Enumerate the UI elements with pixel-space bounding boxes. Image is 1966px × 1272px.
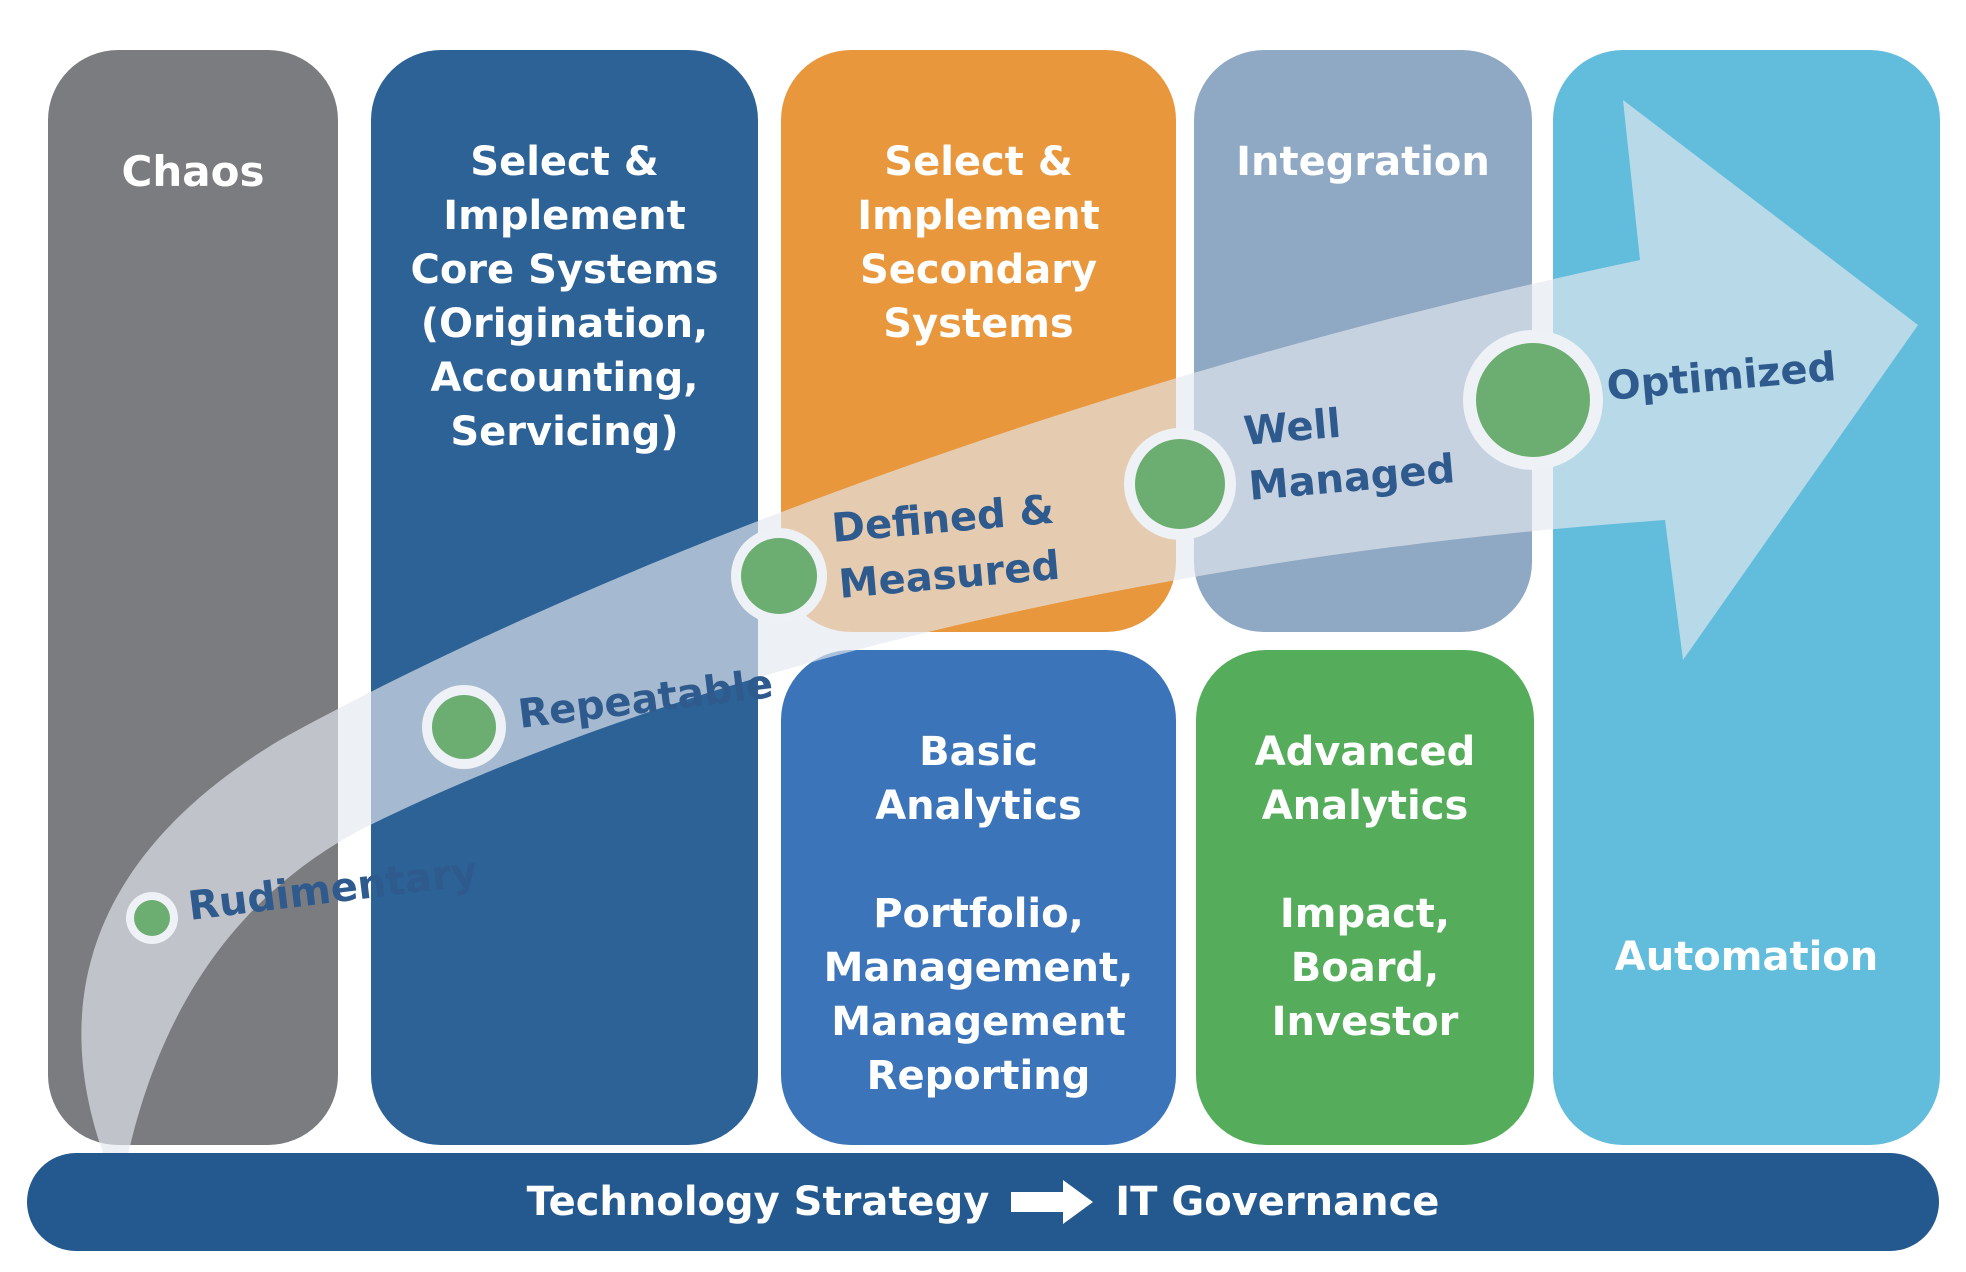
column-chaos-title: Chaos <box>121 147 265 196</box>
column-automation-title: Automation <box>1614 934 1879 980</box>
column-advanced-analytics: Advanced Analytics Impact, Board, Invest… <box>1196 650 1534 1145</box>
stage-dot <box>134 900 170 936</box>
column-integration-title: Integration <box>1236 139 1490 185</box>
stage-well-managed: Well Managed <box>1124 401 1457 540</box>
right-arrow-icon <box>1011 1180 1094 1224</box>
column-advanced-analytics-title: Advanced Analytics Impact, Board, Invest… <box>1254 729 1476 1045</box>
governance-bar: Technology Strategy IT Governance <box>27 1153 1939 1251</box>
governance-left-label: Technology Strategy <box>526 1179 990 1225</box>
maturity-arrow <box>81 100 1919 1195</box>
stage-dot <box>1135 439 1225 529</box>
stage-dot <box>1476 343 1590 457</box>
stage-dot <box>741 538 817 614</box>
column-secondary-systems-title: Select & Implement Secondary Systems <box>857 139 1100 347</box>
column-basic-analytics-title: Basic Analytics Portfolio, Management, M… <box>823 729 1134 1099</box>
stage-well-label-1: Well <box>1242 401 1343 455</box>
column-basic-analytics: Basic Analytics Portfolio, Management, M… <box>781 650 1176 1145</box>
column-core-systems-title: Select & Implement Core Systems (Origina… <box>410 139 719 455</box>
governance-right-label: IT Governance <box>1115 1179 1440 1225</box>
stage-dot <box>432 695 496 759</box>
stage-optimized: Optimized <box>1463 330 1838 470</box>
